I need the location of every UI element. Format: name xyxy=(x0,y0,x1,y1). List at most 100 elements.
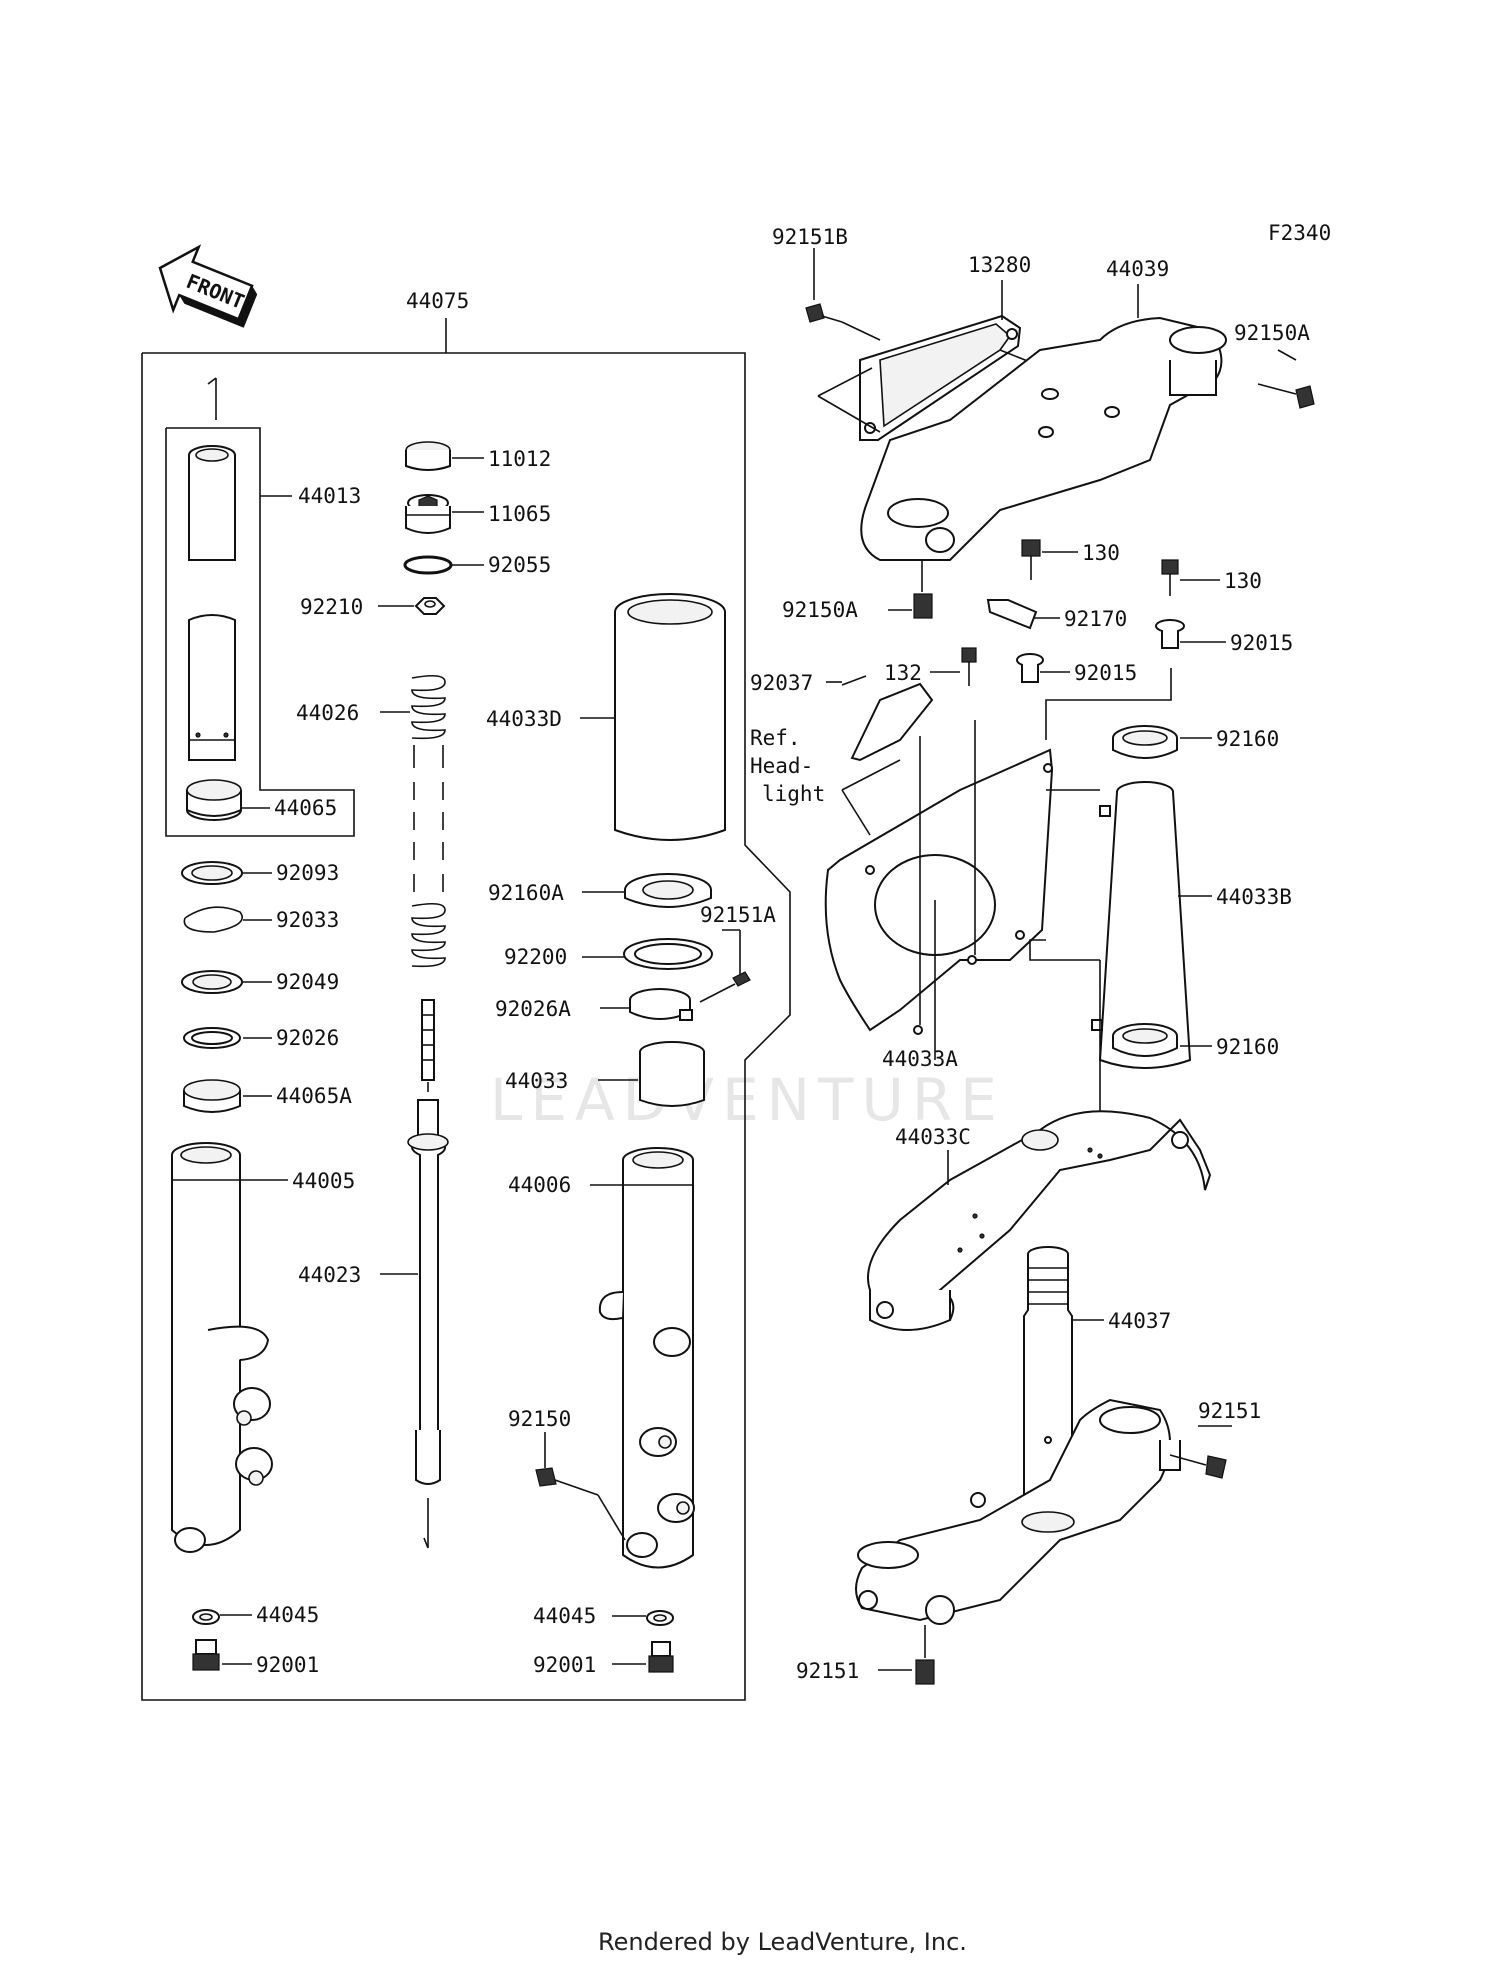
circlip-92033: 92033 xyxy=(183,906,339,933)
label-132: 132 xyxy=(884,661,922,685)
label-44006: 44006 xyxy=(508,1173,571,1197)
washer-44045-left: 44045 xyxy=(192,1603,319,1627)
label-44023: 44023 xyxy=(298,1263,361,1287)
damper-rod-44023: 44023 xyxy=(298,999,449,1549)
label-44065: 44065 xyxy=(274,796,337,820)
watermark: LEADVENTURE xyxy=(490,1066,1005,1134)
label-92170: 92170 xyxy=(1064,607,1127,631)
label-92001-left: 92001 xyxy=(256,1653,319,1677)
spring-44026: 44026 xyxy=(296,674,446,968)
label-92026: 92026 xyxy=(276,1026,339,1050)
label-13280: 13280 xyxy=(968,253,1031,277)
bolt-92001-right: 92001 xyxy=(533,1641,674,1677)
footer-credit: Rendered by LeadVenture, Inc. xyxy=(598,1928,967,1956)
label-92151B: 92151B xyxy=(772,225,848,249)
seal-92160-b: 92160 xyxy=(1112,1023,1279,1059)
bolt-130-b: 130 xyxy=(1161,559,1262,596)
label-92033: 92033 xyxy=(276,908,339,932)
adjuster-11065: 11065 xyxy=(405,494,551,534)
label-130-a: 130 xyxy=(1082,541,1120,565)
inner-tube-upper xyxy=(188,445,236,561)
ref-note-line-2: Head- xyxy=(750,754,813,778)
bolt-92150A-right: 92150A xyxy=(1234,321,1315,409)
clamp-92026A: 92026A xyxy=(495,988,693,1021)
ref-headlight-note: Ref. Head- light xyxy=(750,682,934,836)
bushing-44065 xyxy=(186,779,242,821)
washer-92026: 92026 xyxy=(183,1026,339,1050)
label-44033B: 44033B xyxy=(1216,885,1292,909)
label-11065: 11065 xyxy=(488,502,551,526)
ref-note-line-3: light xyxy=(762,782,825,806)
label-44045-right: 44045 xyxy=(533,1604,596,1628)
label-44075: 44075 xyxy=(406,289,469,313)
cap-11012: 11012 xyxy=(405,441,551,471)
oil-seal-92049: 92049 xyxy=(181,970,339,994)
bolt-92001-left: 92001 xyxy=(192,1639,319,1677)
label-44033: 44033 xyxy=(505,1069,568,1093)
nut-92210: 92210 xyxy=(300,595,446,619)
label-44033C: 44033C xyxy=(895,1125,971,1149)
label-130-b: 130 xyxy=(1224,569,1262,593)
label-44039: 44039 xyxy=(1106,257,1169,281)
cover-44033: 44033 xyxy=(505,1041,705,1107)
bolt-92151-bottom: 92151 xyxy=(796,1625,935,1685)
label-44037: 44037 xyxy=(1108,1309,1171,1333)
fork-cover-44033D: 44033D xyxy=(486,593,726,841)
inner-tube-lower xyxy=(188,614,236,761)
collar-92015-a: 92015 xyxy=(1155,619,1293,655)
pin-92037: 92037 xyxy=(750,671,867,695)
headlight-bracket-44033A: 44033A xyxy=(824,668,1172,1071)
label-44033A: 44033A xyxy=(882,1047,958,1071)
lower-cover-44033C: 44033C xyxy=(867,1110,1212,1331)
label-44033D: 44033D xyxy=(486,707,562,731)
bolt-92150: 92150 xyxy=(508,1407,626,1541)
label-92150A-right: 92150A xyxy=(1234,321,1310,345)
steering-stem-44037: 44037 xyxy=(1023,1246,1171,1521)
ref-note-line-1: Ref. xyxy=(750,726,801,750)
label-92037: 92037 xyxy=(750,671,813,695)
label-92055: 92055 xyxy=(488,553,551,577)
bolt-92150A-left: 92150A xyxy=(782,560,933,622)
label-92151-right: 92151 xyxy=(1198,1399,1261,1423)
bolt-130-a: 130 xyxy=(1021,539,1120,580)
fork-assembly-box: 44075 xyxy=(141,289,791,1701)
outer-tube-left: 44005 xyxy=(171,1142,355,1553)
label-92160-a: 92160 xyxy=(1216,727,1279,751)
front-arrow-icon: FRONT xyxy=(158,244,258,328)
label-92001-right: 92001 xyxy=(533,1653,596,1677)
outer-tube-right: 44006 xyxy=(508,1147,695,1569)
label-11012: 11012 xyxy=(488,447,551,471)
label-92049: 92049 xyxy=(276,970,339,994)
lower-triple-clamp xyxy=(855,1398,1181,1625)
bolt-132: 132 xyxy=(884,647,977,686)
oil-seal-92093: 92093 xyxy=(181,861,339,885)
label-92210: 92210 xyxy=(300,595,363,619)
washer-44045-right: 44045 xyxy=(533,1604,674,1628)
label-44013: 44013 xyxy=(298,484,361,508)
o-ring-92055: 92055 xyxy=(403,553,551,577)
washer-92200: 92200 xyxy=(504,938,713,970)
inner-tube-group: 44013 44065 xyxy=(165,377,361,837)
bushing-44065A: 44065A xyxy=(183,1079,352,1113)
label-92026A: 92026A xyxy=(495,997,571,1021)
label-92015-a: 92015 xyxy=(1230,631,1293,655)
screw-92151A: 92151A xyxy=(699,903,776,1003)
label-92015-b: 92015 xyxy=(1074,661,1137,685)
seal-92160-a: 92160 xyxy=(1112,725,1279,759)
collar-92015-b: 92015 xyxy=(1016,653,1137,685)
label-44065A: 44065A xyxy=(276,1084,352,1108)
label-92200: 92200 xyxy=(504,945,567,969)
emblem-13280: 13280 xyxy=(817,253,1071,441)
bolt-92151-right: 92151 xyxy=(1169,1399,1261,1479)
seal-92160A: 92160A xyxy=(488,873,712,908)
label-44005: 44005 xyxy=(292,1169,355,1193)
label-44026: 44026 xyxy=(296,701,359,725)
label-92150A-left: 92150A xyxy=(782,598,858,622)
label-44045-left: 44045 xyxy=(256,1603,319,1627)
label-92093: 92093 xyxy=(276,861,339,885)
upper-triple-clamp-44039: 44039 xyxy=(860,257,1227,561)
fork-cover-44033B: 44033B xyxy=(1046,781,1292,1160)
label-92151-bottom: 92151 xyxy=(796,1659,859,1683)
label-92160A: 92160A xyxy=(488,881,564,905)
